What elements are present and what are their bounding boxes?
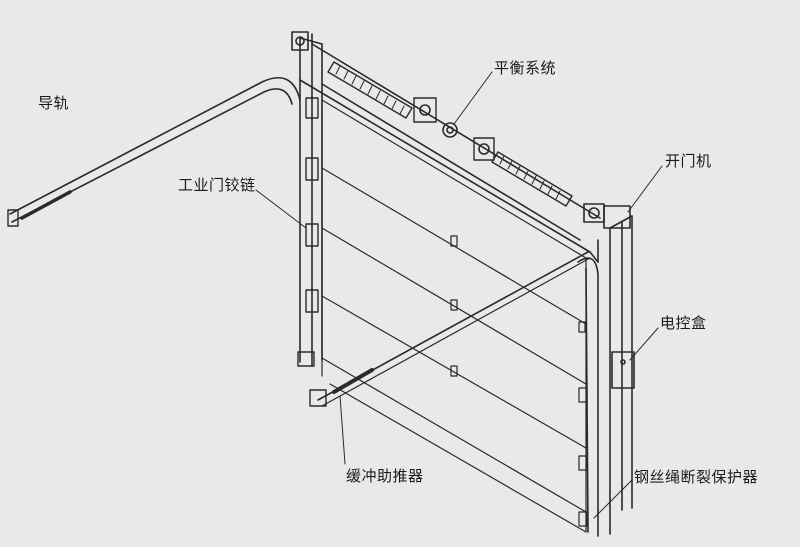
callout-lines	[255, 71, 663, 519]
door-panels	[321, 99, 587, 533]
left-hinges	[297, 97, 319, 367]
top-frame	[299, 43, 601, 263]
top-left-drum	[291, 31, 309, 51]
panel-hardware	[450, 235, 588, 527]
label-door-opener: 开门机	[665, 152, 712, 170]
label-wire-rope-protector: 钢丝绳断裂保护器	[634, 468, 759, 486]
balance-spring-right	[473, 137, 573, 207]
balance-center-drum	[442, 122, 458, 138]
label-industrial-hinge: 工业门铰链	[178, 176, 256, 194]
label-control-box: 电控盒	[660, 314, 707, 332]
label-balance-system: 平衡系统	[494, 59, 557, 77]
balance-spring-left	[327, 61, 437, 123]
buffer-booster	[309, 251, 591, 407]
label-buffer-booster: 缓冲助推器	[346, 467, 424, 485]
control-box	[611, 351, 635, 389]
horizontal-guide-rail	[7, 77, 301, 227]
left-vertical-track	[299, 33, 323, 367]
door-opener-motor	[583, 203, 631, 229]
label-guide-rail: 导轨	[38, 94, 70, 112]
